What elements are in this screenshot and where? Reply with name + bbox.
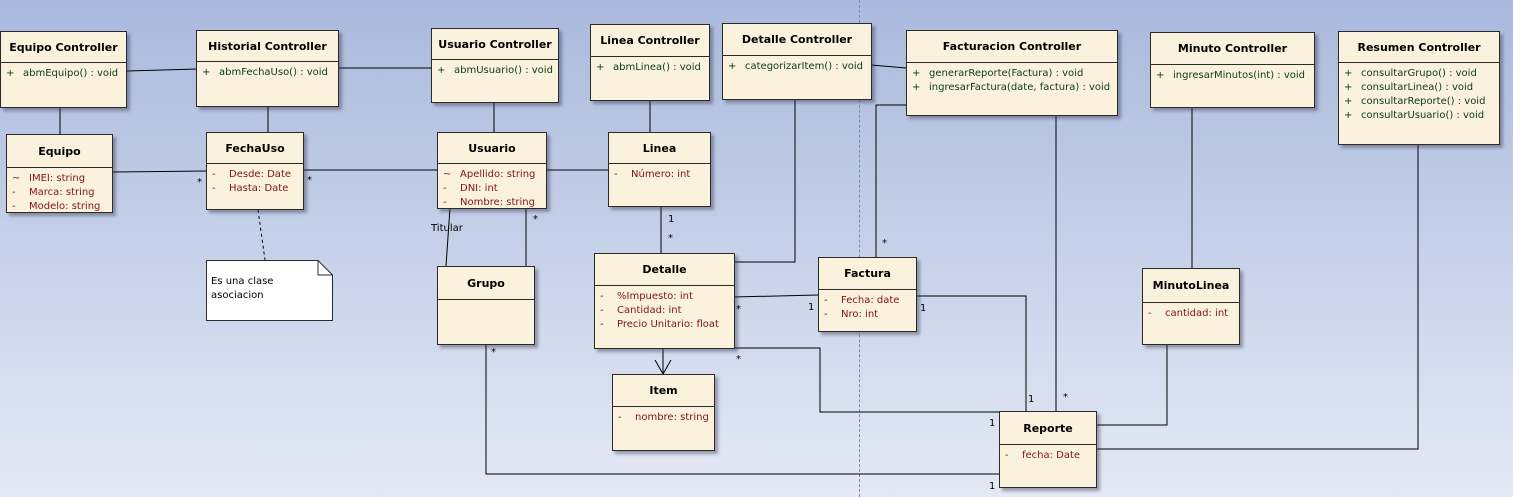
multiplicity-label: * — [668, 233, 673, 244]
class-usuario[interactable]: Usuario ~Apellido: string -DNI: int -Nom… — [437, 132, 547, 209]
assoc-factura-reporte — [916, 295, 1027, 412]
operation-row: +consultarUsuario() : void — [1344, 110, 1485, 121]
multiplicity-label: * — [491, 347, 496, 358]
multiplicity-label: 1 — [989, 481, 996, 492]
class-minuto-controller[interactable]: Minuto Controller +ingresarMinutos(int) … — [1150, 32, 1315, 108]
role-label-titular: Titular — [431, 223, 463, 234]
class-title: Usuario Controller — [432, 29, 558, 60]
assoc-equipo-fechauso — [111, 170, 207, 173]
operation-row: +consultarGrupo() : void — [1344, 68, 1477, 79]
class-title: Reporte — [1000, 412, 1096, 445]
assoc-detalle-reporte — [734, 347, 1000, 413]
attribute-row: -%Impuesto: int — [600, 291, 693, 302]
assoc-usuario-grupo-titular — [445, 207, 451, 267]
operation-row: +consultarLinea() : void — [1344, 82, 1474, 93]
class-title: FechaUso — [207, 133, 303, 164]
class-title: MinutoLinea — [1143, 269, 1239, 303]
class-factura[interactable]: Factura -Fecha: date -Nro: int — [818, 257, 917, 332]
operation-row: +abmEquipo() : void — [6, 68, 119, 79]
multiplicity-label: * — [1063, 392, 1068, 403]
class-fechauso[interactable]: FechaUso -Desde: Date -Hasta: Date — [206, 132, 304, 210]
assoc-detallectrl-detalle — [734, 99, 796, 263]
operation-row: +abmUsuario() : void — [437, 65, 553, 76]
attribute-row: -Modelo: string — [12, 201, 101, 212]
attribute-row: ~Apellido: string — [443, 169, 536, 180]
class-reporte[interactable]: Reporte -fecha: Date — [999, 411, 1097, 488]
attribute-row: -fecha: Date — [1005, 450, 1081, 461]
multiplicity-label: * — [197, 177, 202, 188]
class-historial-controller[interactable]: Historial Controller +abmFechaUso() : vo… — [196, 30, 339, 107]
note-text: Es una clase asociacion — [211, 276, 274, 301]
operation-row: +consultarReporte() : void — [1344, 96, 1486, 107]
class-minutolinea[interactable]: MinutoLinea -cantidad: int — [1142, 268, 1240, 345]
class-linea-controller[interactable]: Linea Controller +abmLinea() : void — [590, 24, 710, 101]
attribute-row: -Número: int — [614, 169, 691, 180]
class-title: Item — [613, 375, 714, 407]
class-equipo-controller[interactable]: Equipo Controller +abmEquipo() : void — [0, 31, 127, 108]
diagram-page-boundary — [859, 0, 860, 497]
operation-row: +ingresarFactura(date, factura) : void — [912, 82, 1111, 93]
class-title: Factura — [819, 258, 916, 290]
class-resumen-controller[interactable]: Resumen Controller +consultarGrupo() : v… — [1338, 31, 1500, 145]
class-equipo[interactable]: Equipo ~IMEI: string -Marca: string -Mod… — [6, 134, 113, 213]
attribute-row: -Nro: int — [824, 309, 879, 320]
class-title: Linea Controller — [591, 25, 709, 57]
class-title: Linea — [609, 133, 710, 164]
class-title: Resumen Controller — [1339, 32, 1499, 63]
class-title: Minuto Controller — [1151, 33, 1314, 65]
assoc-facturacionctrl-factura — [875, 104, 906, 258]
multiplicity-label: 1 — [668, 214, 675, 225]
operation-row: +ingresarMinutos(int) : void — [1156, 70, 1306, 81]
class-title: Facturacion Controller — [907, 31, 1117, 63]
attribute-row: -Fecha: date — [824, 295, 900, 306]
multiplicity-label: 1 — [808, 302, 815, 313]
assoc-resumenctrl-reporte — [1096, 144, 1419, 450]
operation-row: +abmLinea() : void — [596, 62, 701, 73]
operation-row: +categorizarItem() : void — [728, 61, 863, 72]
multiplicity-label: 1 — [920, 303, 927, 314]
assoc-minutolinea-reporte — [1096, 344, 1168, 426]
class-detalle[interactable]: Detalle -%Impuesto: int -Cantidad: int -… — [594, 253, 735, 349]
class-title: Grupo — [438, 267, 534, 300]
attribute-row: -Precio Unitario: float — [600, 319, 719, 330]
class-title: Usuario — [438, 133, 546, 164]
operation-row: +abmFechaUso() : void — [202, 67, 328, 78]
assoc-detalle-factura — [733, 294, 819, 298]
class-linea[interactable]: Linea -Número: int — [608, 132, 711, 207]
attribute-row: -Cantidad: int — [600, 305, 682, 316]
attribute-row: -Marca: string — [12, 187, 95, 198]
assoc-equipoctrl-historialctrl — [125, 68, 198, 72]
class-title: Detalle Controller — [723, 24, 871, 56]
class-usuario-controller[interactable]: Usuario Controller +abmUsuario() : void — [431, 28, 559, 103]
class-grupo[interactable]: Grupo — [437, 266, 535, 345]
multiplicity-label: * — [307, 175, 312, 186]
assoc-facturacionctrl-detallectrl — [870, 64, 907, 69]
attribute-row: -nombre: string — [618, 412, 709, 423]
multiplicity-label: * — [533, 214, 538, 225]
note-shape — [206, 260, 333, 321]
attribute-row: ~IMEI: string — [12, 173, 86, 184]
attribute-row: -DNI: int — [443, 183, 498, 194]
multiplicity-label: 1 — [1028, 394, 1035, 405]
note-asociacion[interactable]: Es una clase asociacion — [206, 260, 333, 321]
class-item[interactable]: Item -nombre: string — [612, 374, 715, 451]
multiplicity-label: 1 — [989, 418, 996, 429]
class-title: Equipo Controller — [1, 32, 126, 63]
class-facturacion-controller[interactable]: Facturacion Controller +generarReporte(F… — [906, 30, 1118, 116]
class-title: Historial Controller — [197, 31, 338, 62]
class-detalle-controller[interactable]: Detalle Controller +categorizarItem() : … — [722, 23, 872, 100]
attribute-row: -Nombre: string — [443, 197, 535, 208]
operation-row: +generarReporte(Factura) : void — [912, 68, 1084, 79]
class-title: Detalle — [595, 254, 734, 286]
multiplicity-label: * — [882, 238, 887, 249]
attribute-row: -Desde: Date — [212, 169, 292, 180]
attribute-row: -Hasta: Date — [212, 183, 289, 194]
multiplicity-label: * — [736, 304, 741, 315]
multiplicity-label: * — [736, 354, 741, 365]
attribute-row: -cantidad: int — [1148, 308, 1229, 319]
assoc-grupo-reporte — [485, 344, 1000, 475]
class-title: Equipo — [7, 135, 112, 168]
